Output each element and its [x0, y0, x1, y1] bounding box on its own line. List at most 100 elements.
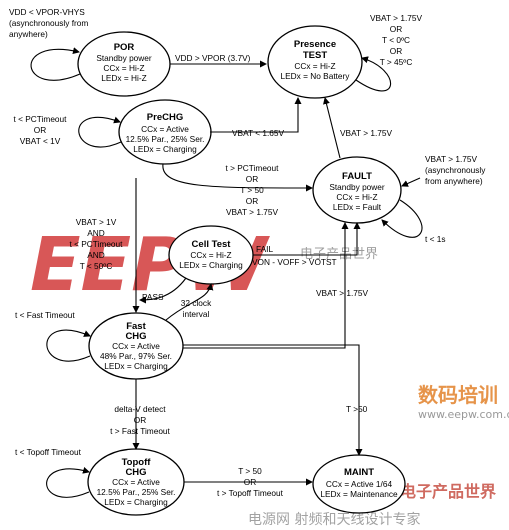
- fastchg-line: LEDx = Charging: [104, 361, 168, 371]
- fault-line: LEDx = Fault: [333, 202, 382, 212]
- fault-entry-label: (asynchronously: [425, 165, 486, 175]
- topoffchg-title-2: CHG: [125, 467, 146, 478]
- prechg-to-fast-label: t < PCTimeout: [70, 239, 124, 249]
- celltest-title: Cell Test: [192, 239, 232, 250]
- prechg-self-label: VBAT < 1V: [20, 136, 61, 146]
- cell-fail-label: FAIL: [256, 244, 273, 254]
- fault-entry-label: VBAT > 1.75V: [425, 154, 478, 164]
- state-topoff-chg: Topoff CHG CCx = Active 12.5% Par., 25% …: [87, 448, 185, 516]
- fault-self-label: t < 1s: [425, 234, 446, 244]
- fastchg-title: Fast: [126, 321, 146, 332]
- por-line: Standby power: [96, 53, 152, 63]
- prechg-title: PreCHG: [147, 112, 183, 123]
- state-maint: MAINT CCx = Active 1/64 LEDx = Maintenan…: [312, 454, 406, 514]
- fastchg-title-2: CHG: [125, 331, 146, 342]
- state-cell-test: Cell Test CCx = Hi-Z LEDx = Charging: [168, 225, 254, 285]
- por-to-presence-label: VDD > VPOR (3.7V): [175, 53, 251, 63]
- topoff-to-maint-label: OR: [244, 477, 256, 487]
- fast-to-maint-label: T >50: [346, 404, 368, 414]
- topoffchg-line: LEDx = Charging: [104, 497, 168, 507]
- prechg-to-fault-label: T > 50: [240, 185, 264, 195]
- prechg-self-loop-arrow: [78, 116, 122, 148]
- presence-self-label: OR: [390, 24, 402, 34]
- maint-title: MAINT: [344, 467, 374, 478]
- prechg-to-fast-label: T < 50ºC: [80, 261, 113, 271]
- fast-to-topoff-label: delta-V detect: [114, 404, 166, 414]
- topoff-self-label: t < Topoff Timeout: [15, 447, 82, 457]
- prechg-to-fast-label: AND: [87, 250, 105, 260]
- transition-labels: VDD < VPOR-VHYS (asynchronously from any…: [9, 7, 486, 498]
- watermark-bottom: 电源网 射频和天线设计专家: [248, 511, 420, 528]
- presence-self-label: VBAT > 1.75V: [370, 13, 423, 23]
- state-por: POR Standby power CCx = Hi-Z LEDx = Hi-Z: [77, 31, 171, 97]
- maint-line: CCx = Active 1/64: [326, 479, 393, 489]
- celltest-line: LEDx = Charging: [179, 260, 243, 270]
- prechg-to-fast-label: VBAT > 1V: [76, 217, 117, 227]
- cell-pass-label: PASS: [142, 292, 164, 302]
- fast-to-cell-arrow: [165, 283, 214, 321]
- cell-pass-arrow: [139, 277, 187, 304]
- cell-fail-arrow: [253, 222, 361, 256]
- presence-self-label: T > 45ºC: [380, 57, 413, 67]
- prechg-to-presence-label: VBAT < 1.65V: [232, 128, 285, 138]
- state-fault: FAULT Standby power CCx = Hi-Z LEDx = Fa…: [312, 156, 402, 224]
- celltest-line: CCx = Hi-Z: [190, 250, 231, 260]
- topoff-self-loop-arrow: [46, 466, 90, 498]
- fault-to-presence-label: VBAT > 1.75V: [340, 128, 393, 138]
- fault-title: FAULT: [342, 171, 372, 182]
- por-entry-label: VDD < VPOR-VHYS: [9, 7, 85, 17]
- presence-title: Presence: [294, 39, 336, 50]
- por-self-loop-arrow: [30, 47, 81, 81]
- topoff-to-maint-label: T > 50: [238, 466, 262, 476]
- fault-self-loop-arrow: [381, 199, 423, 238]
- prechg-to-fault-label: VBAT > 1.75V: [226, 207, 279, 217]
- presence-title-2: TEST: [303, 50, 327, 61]
- presence-self-loop-arrow: [355, 56, 392, 92]
- state-prechg: PreCHG CCx = Active 12.5% Par., 25% Ser.…: [118, 99, 212, 165]
- prechg-to-fast-label: AND: [87, 228, 105, 238]
- topoff-to-maint-label: t > Topoff Timeout: [217, 488, 284, 498]
- prechg-self-label: OR: [34, 125, 46, 135]
- fast-to-cell-label: 32 clock: [181, 298, 212, 308]
- fastchg-line: CCx = Active: [112, 341, 160, 351]
- fastchg-line: 48% Par., 97% Ser.: [100, 351, 172, 361]
- transition-arrows: [30, 47, 423, 498]
- prechg-line: 12.5% Par., 25% Ser.: [126, 134, 205, 144]
- prechg-self-label: t < PCTimeout: [14, 114, 68, 124]
- fast-to-maint-arrow: [183, 344, 363, 456]
- fault-line: CCx = Hi-Z: [336, 192, 377, 202]
- fast-to-topoff-label: OR: [134, 415, 146, 425]
- presence-self-label: T < 0ºC: [382, 35, 410, 45]
- prechg-to-presence-arrow: [210, 97, 302, 133]
- fast-to-cell-label: interval: [183, 309, 210, 319]
- fast-to-fault-arrow: [183, 222, 349, 349]
- por-entry-label: (asynchronously from: [9, 18, 88, 28]
- por-entry-label: anywhere): [9, 29, 48, 39]
- prechg-line: LEDx = Charging: [133, 144, 197, 154]
- prechg-to-fault-label: OR: [246, 174, 258, 184]
- watermark-right-url: www.eepw.com.cn: [418, 408, 509, 421]
- maint-line: LEDx = Maintenance: [320, 489, 398, 499]
- fast-to-topoff-label: t > Fast Timeout: [110, 426, 170, 436]
- cell-fail-condition: VON - VOFF > VOTST: [252, 257, 337, 267]
- fault-to-presence-arrow: [323, 97, 341, 159]
- presence-self-label: OR: [390, 46, 402, 56]
- por-line: CCx = Hi-Z: [103, 63, 144, 73]
- watermark-right: 数码培训: [418, 383, 498, 407]
- topoffchg-title: Topoff: [122, 457, 152, 468]
- fast-to-fault-label: VBAT > 1.75V: [316, 288, 369, 298]
- prechg-to-fault-label: t > PCTimeout: [226, 163, 280, 173]
- watermark-badge: 电子产品世界: [400, 482, 496, 501]
- por-line: LEDx = Hi-Z: [101, 73, 146, 83]
- fault-line: Standby power: [329, 182, 385, 192]
- fault-entry-arrow: [401, 177, 421, 187]
- presence-line: CCx = Hi-Z: [294, 61, 335, 71]
- fast-self-label: t < Fast Timeout: [15, 310, 75, 320]
- prechg-to-fault-arrow: [162, 163, 313, 192]
- topoffchg-line: 12.5% Par., 25% Ser.: [97, 487, 176, 497]
- state-presence-test: Presence TEST CCx = Hi-Z LEDx = No Batte…: [267, 25, 363, 99]
- fast-self-loop-arrow: [46, 329, 91, 362]
- state-fast-chg: Fast CHG CCx = Active 48% Par., 97% Ser.…: [88, 312, 184, 380]
